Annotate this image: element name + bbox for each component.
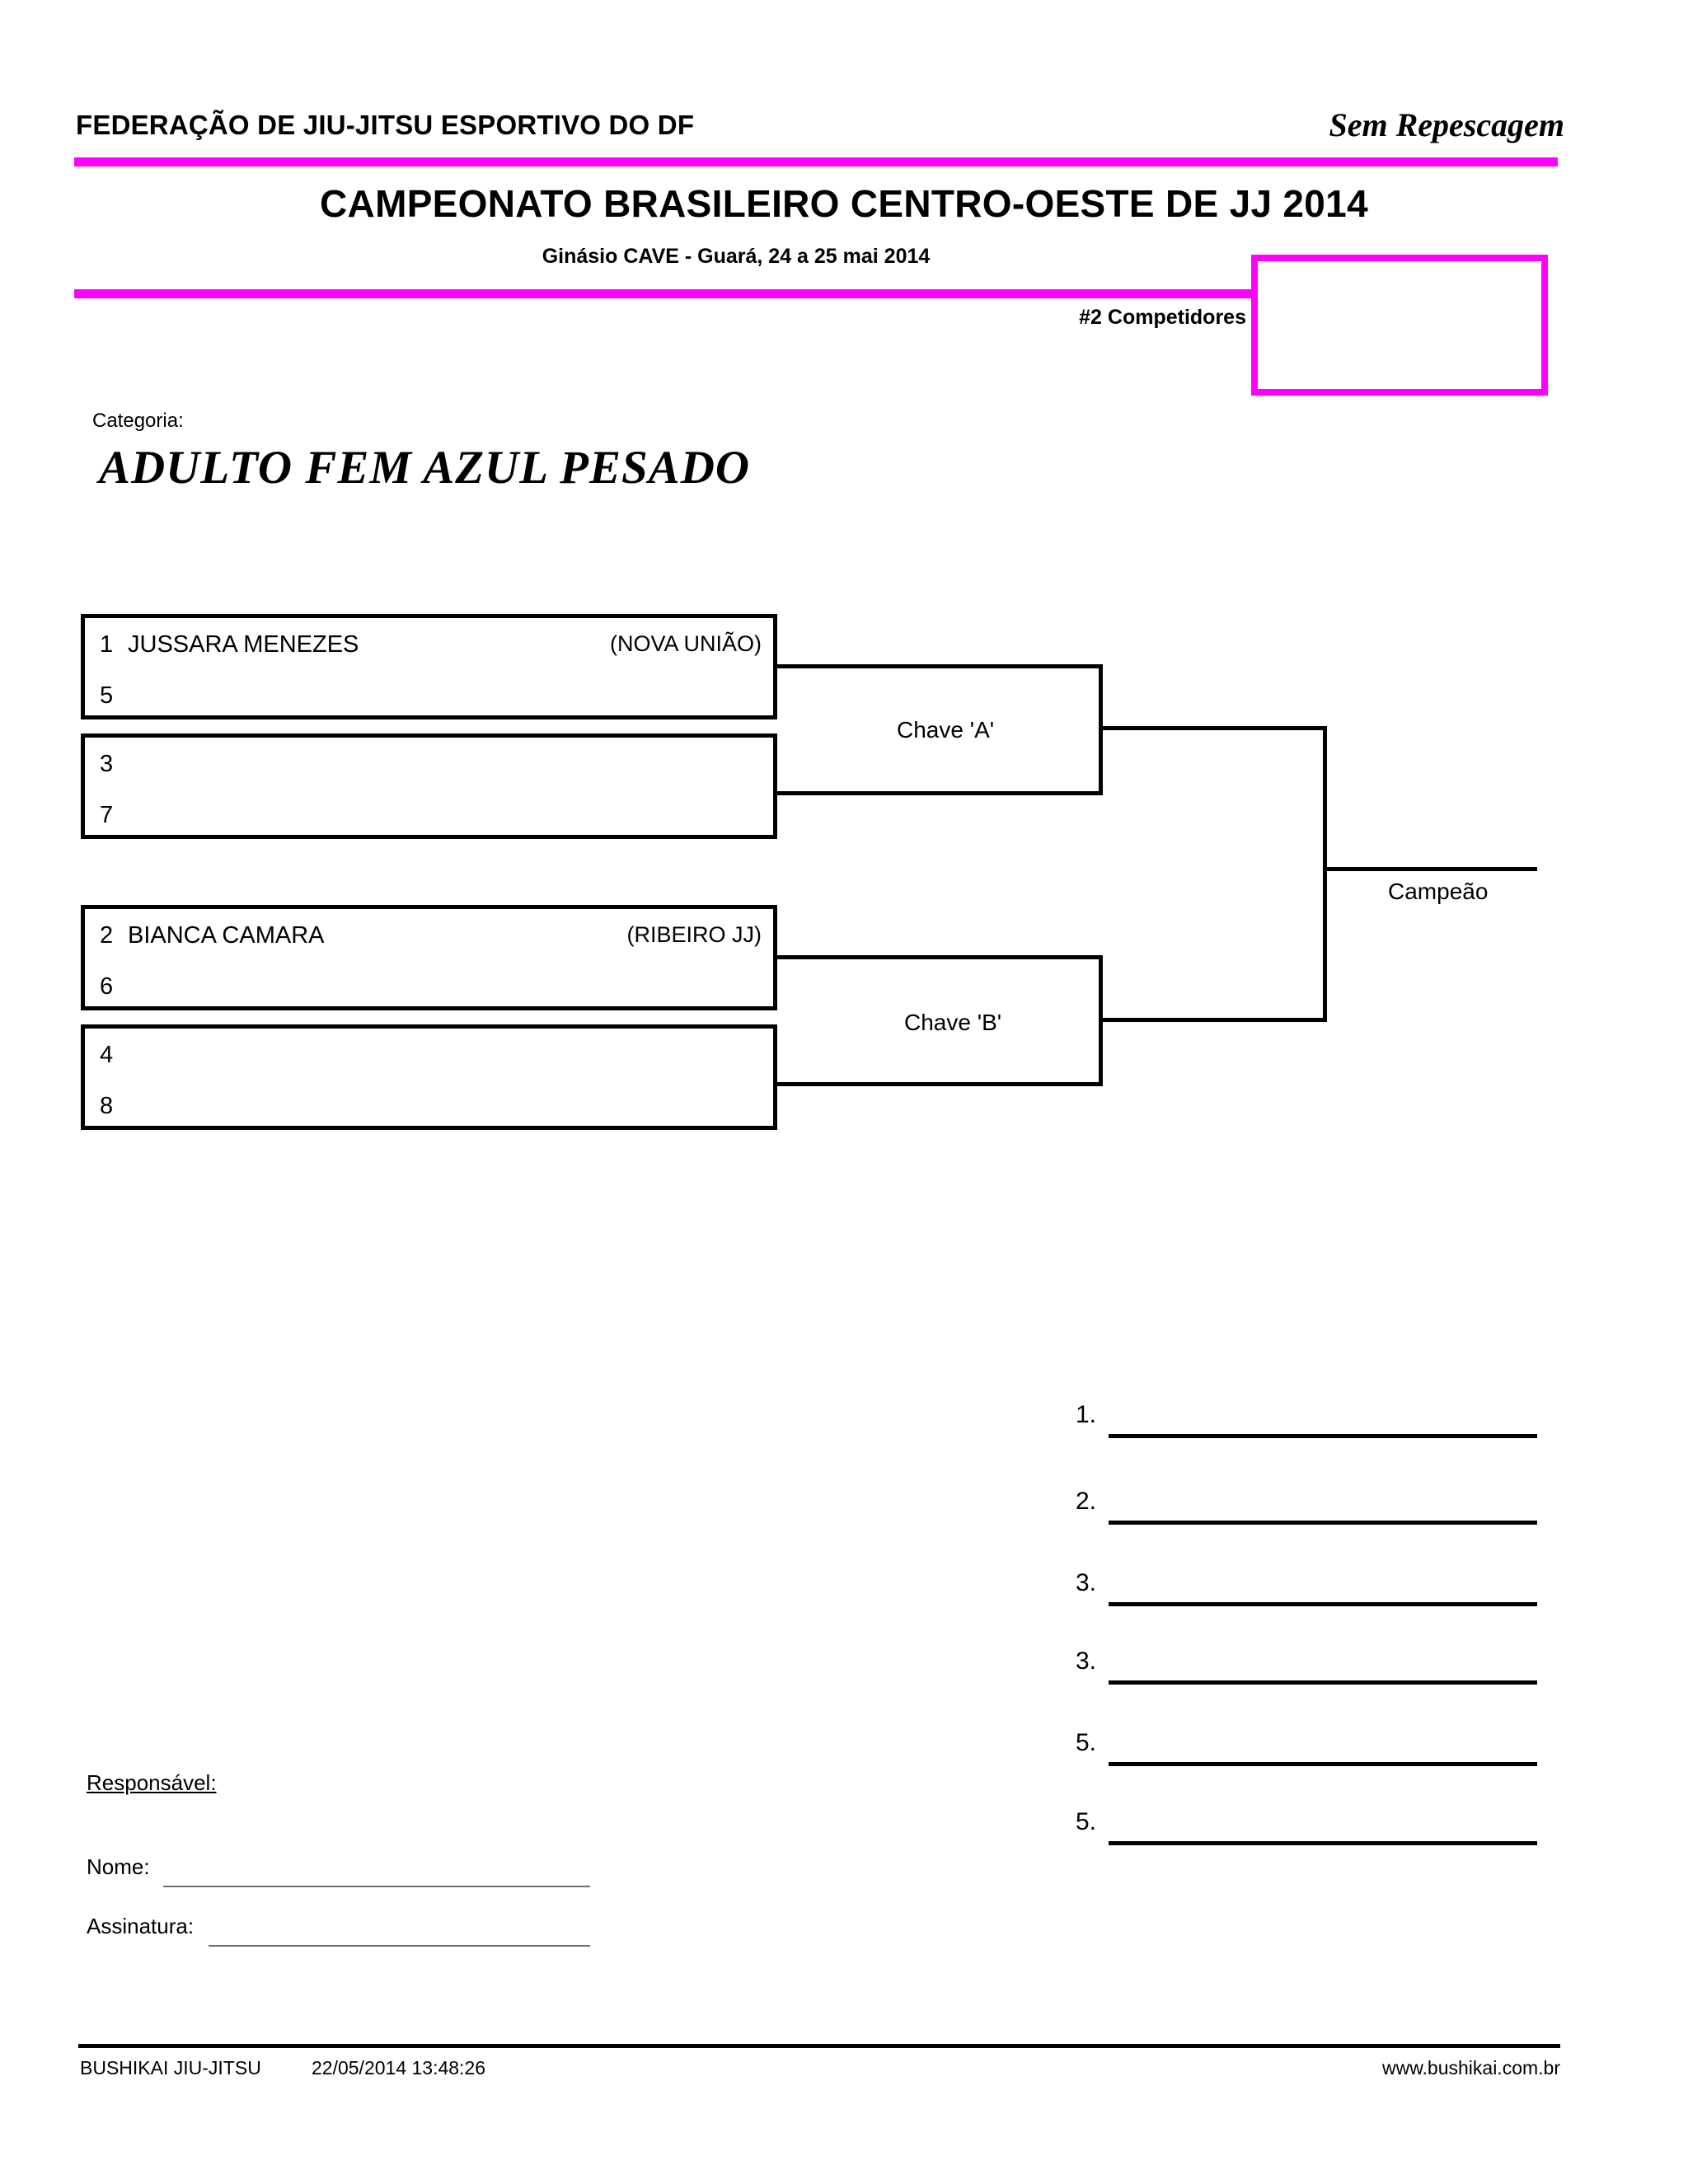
header-divider-top (74, 157, 1558, 166)
result-write-line[interactable] (1109, 1521, 1537, 1525)
signature-input-line[interactable] (209, 1945, 590, 1947)
slot-seed: 1 (100, 631, 114, 658)
category-name: ADULTO FEM AZUL PESADO (99, 442, 751, 494)
champion-line (1323, 867, 1537, 871)
result-place-number: 2. (1076, 1488, 1097, 1515)
chave-b-label: Chave 'B' (904, 1010, 1002, 1035)
footer-timestamp: 22/05/2014 13:48:26 (312, 2057, 486, 2079)
footer-website: www.bushikai.com.br (1381, 2057, 1560, 2079)
result-write-line[interactable] (1109, 1762, 1537, 1766)
slot-match-number: 8 (100, 1093, 114, 1119)
bracket-slot-3[interactable]: 2 BIANCA CAMARA (RIBEIRO JJ) 6 (81, 905, 777, 1010)
final-connector-bottom (1099, 1018, 1327, 1022)
bracket-slot-4[interactable]: 4 8 (81, 1024, 777, 1130)
page-title: CAMPEONATO BRASILEIRO CENTRO-OESTE DE JJ… (320, 182, 1368, 225)
champion-label: Campeão (1388, 879, 1489, 904)
slot-match-number: 7 (100, 802, 114, 828)
result-write-line[interactable] (1109, 1602, 1537, 1606)
slot-match-number: 5 (100, 682, 114, 709)
slot-match-number: 6 (100, 973, 114, 1000)
bracket-slot-2[interactable]: 3 7 (81, 733, 777, 839)
mat-number-box[interactable] (1251, 255, 1548, 396)
slot-seed: 3 (100, 751, 114, 777)
chave-a-label: Chave 'A' (897, 717, 995, 743)
result-write-line[interactable] (1109, 1680, 1537, 1685)
slot-competitor-name: BIANCA CAMARA (128, 922, 325, 949)
footer-brand: BUSHIKAI JIU-JITSU (80, 2057, 261, 2079)
federation-title: FEDERAÇÃO DE JIU-JITSU ESPORTIVO DO DF (76, 110, 695, 140)
name-label: Nome: (87, 1854, 150, 1879)
slot-team-name: (NOVA UNIÃO) (609, 631, 762, 656)
bracket-slot-1[interactable]: 1 JUSSARA MENEZES (NOVA UNIÃO) 5 (81, 614, 777, 719)
result-write-line[interactable] (1109, 1841, 1537, 1845)
category-label: Categoria: (92, 410, 184, 432)
final-connector-vertical (1323, 726, 1327, 1022)
header-divider-bottom (74, 289, 1254, 298)
footer-divider (78, 2044, 1560, 2048)
result-place-number: 5. (1076, 1808, 1097, 1835)
slot-competitor-name: JUSSARA MENEZES (128, 631, 359, 658)
responsible-section-title: Responsável: (87, 1770, 217, 1795)
result-place-number: 3. (1076, 1647, 1097, 1675)
competitor-count-label: #2 Competidores (1079, 306, 1246, 329)
slot-seed: 2 (100, 922, 114, 949)
final-connector-top (1099, 726, 1327, 730)
slot-team-name: (RIBEIRO JJ) (626, 922, 762, 947)
name-input-line[interactable] (163, 1886, 590, 1887)
result-place-number: 3. (1076, 1569, 1097, 1596)
event-venue-date: Ginásio CAVE - Guará, 24 a 25 mai 2014 (542, 245, 931, 268)
result-place-number: 5. (1076, 1729, 1097, 1756)
result-write-line[interactable] (1109, 1434, 1537, 1438)
signature-label: Assinatura: (87, 1914, 195, 1938)
slot-seed: 4 (100, 1042, 114, 1068)
bracket-mode-label: Sem Repescagem (1329, 106, 1565, 143)
result-place-number: 1. (1076, 1401, 1097, 1428)
